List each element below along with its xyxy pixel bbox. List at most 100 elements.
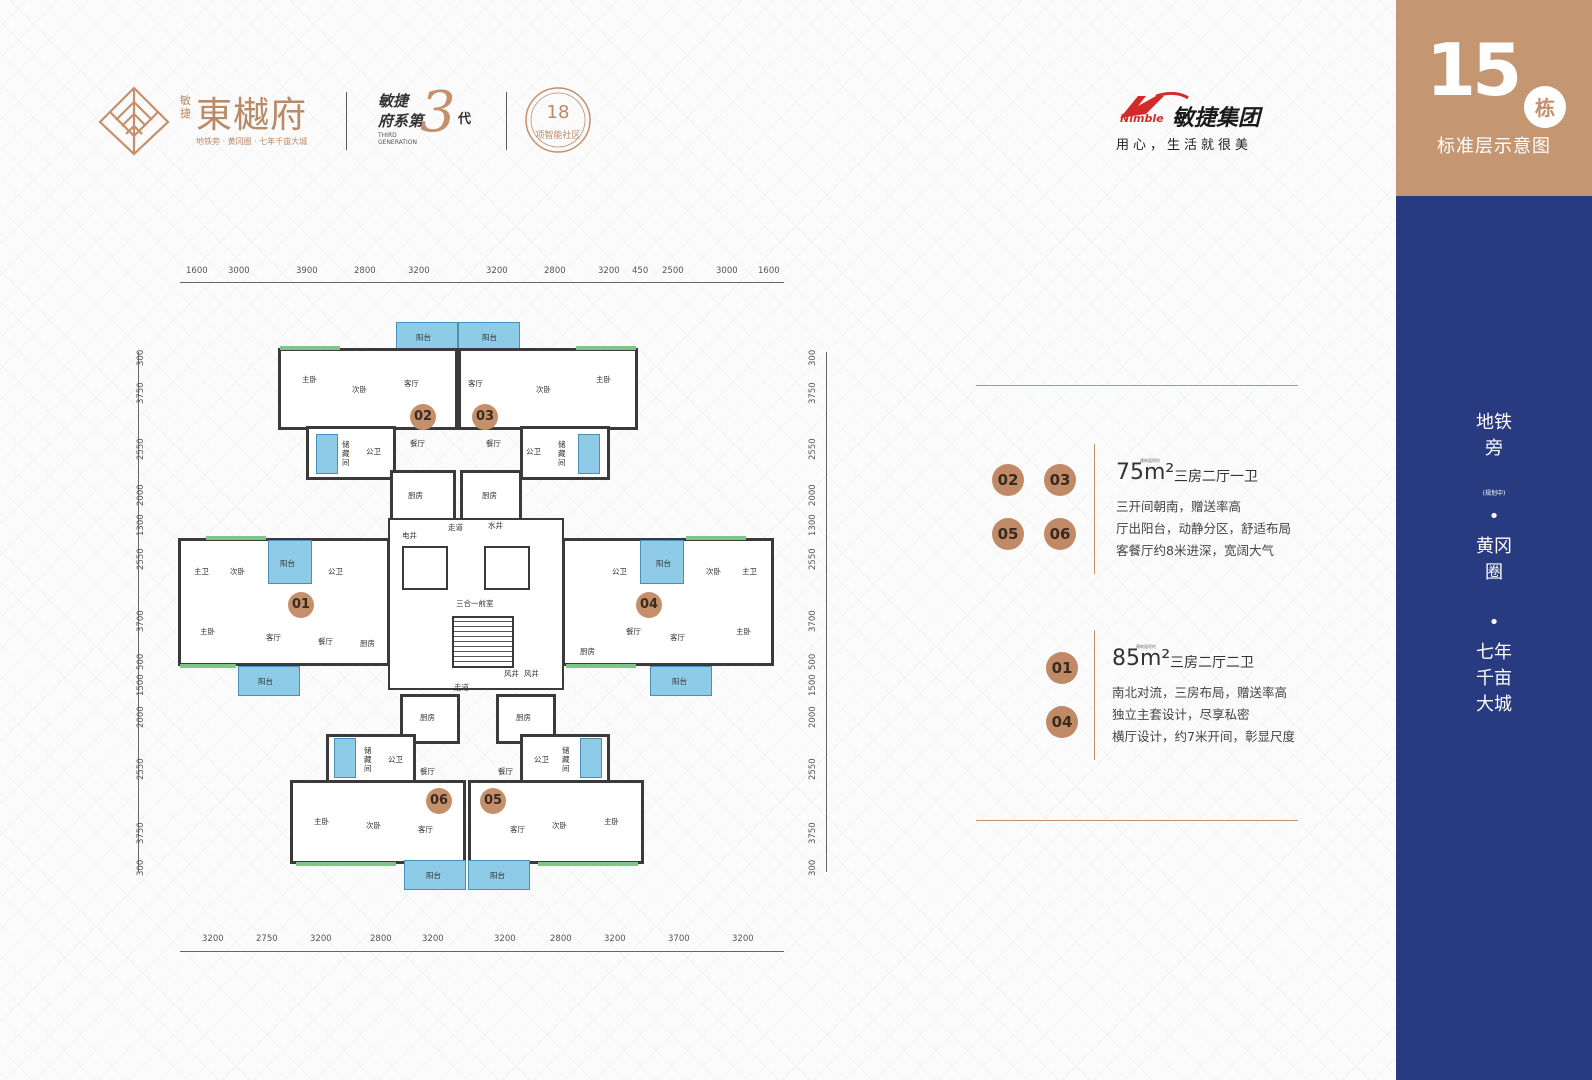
side-dim: 2000 — [808, 706, 818, 728]
side-dim: 500 — [808, 653, 818, 670]
room-label: 储藏间 — [558, 440, 566, 467]
building-unit — [1524, 86, 1566, 128]
balcony — [316, 434, 338, 474]
room-label: 主卧 — [314, 817, 329, 826]
room-label: 阳台 — [490, 871, 505, 880]
bottom-dim: 3200 — [202, 934, 224, 944]
unit-badge-03: 03 — [472, 404, 498, 430]
legend-divider — [1094, 444, 1095, 574]
series-line2: 府系第 — [378, 112, 424, 130]
legend-group-b: 01 04 85m² 建筑面积约 三房二厅二卫 南北对流，三房布局，赠送率高 独… — [990, 630, 1300, 770]
greenery — [296, 862, 396, 866]
room-label: 主卧 — [302, 375, 317, 384]
side-dim: 300 — [136, 349, 146, 366]
top-dim: 1600 — [758, 266, 780, 276]
room-label: 餐厅 — [410, 439, 425, 448]
legend-line: 三开间朝南，赠送率高 — [1116, 499, 1242, 514]
legend-badge: 05 — [992, 518, 1024, 550]
legend-area-note: 建筑面积约 — [1136, 644, 1156, 649]
room-label: 餐厅 — [318, 637, 333, 646]
bottom-dimension-line — [180, 951, 784, 952]
room-label: 餐厅 — [420, 767, 435, 776]
project-logo: 敏捷 東樾府 地铁旁 · 黄冈圈 · 七年千亩大城 — [96, 80, 326, 156]
staircase — [452, 616, 514, 668]
side-dim: 2550 — [808, 438, 818, 460]
room-label: 阳台 — [426, 871, 441, 880]
room-label: 厨房 — [482, 491, 497, 500]
top-dim: 3900 — [296, 266, 318, 276]
room-label: 电井 — [402, 531, 417, 540]
header-divider — [506, 92, 507, 150]
room-label: 餐厅 — [626, 627, 641, 636]
legend-badge: 04 — [1046, 706, 1078, 738]
room-label: 客厅 — [510, 825, 525, 834]
bottom-dim: 3200 — [422, 934, 444, 944]
bottom-dim: 2800 — [370, 934, 392, 944]
legend-area-note: 建筑面积约 — [1140, 458, 1160, 463]
greenery — [576, 346, 636, 350]
room-label: 客厅 — [266, 633, 281, 642]
plan-subtitle: 标准层示意图 — [1437, 136, 1551, 157]
side-dim: 3700 — [136, 610, 146, 632]
room-label: 餐厅 — [498, 767, 513, 776]
balcony — [458, 322, 520, 352]
bottom-dim: 2800 — [550, 934, 572, 944]
top-dimension-line — [180, 282, 784, 283]
room-label: 阳台 — [416, 333, 431, 342]
legend-badge: 06 — [1044, 518, 1076, 550]
room-label: 餐厅 — [486, 439, 501, 448]
legend-badge: 02 — [992, 464, 1024, 496]
floor-plan: 1600 3000 3900 2800 3200 3200 2800 3200 … — [120, 260, 860, 960]
greenery — [538, 862, 638, 866]
bottom-dim: 3200 — [604, 934, 626, 944]
legend-rule-bottom — [976, 820, 1298, 821]
room-label: 主卧 — [736, 627, 751, 636]
room-label: 储藏间 — [342, 440, 350, 467]
legend-line: 独立主套设计，尽享私密 — [1112, 707, 1250, 722]
unit-badge-06: 06 — [426, 788, 452, 814]
balcony — [334, 738, 356, 778]
series-number: 3 — [420, 80, 456, 145]
room-label: 走道 — [454, 683, 469, 692]
top-dim: 450 — [632, 266, 649, 276]
legend-rule-top — [976, 385, 1298, 386]
community-number: 18 — [546, 102, 570, 123]
side-slogan-panel: 地铁旁 (规划中) • 黄冈圈 • 七年千亩大城 — [1396, 196, 1592, 1080]
room-label: 公卫 — [612, 567, 627, 576]
greenery — [206, 536, 266, 540]
room-label: 次卧 — [230, 567, 245, 576]
vertical-note: (规划中) — [1482, 490, 1506, 497]
room-label: 次卧 — [706, 567, 721, 576]
room-label: 客厅 — [468, 379, 483, 388]
room-label: 公卫 — [526, 447, 541, 456]
balcony — [580, 738, 602, 778]
unit-badge-01: 01 — [288, 592, 314, 618]
side-dim: 2000 — [808, 484, 818, 506]
legend-group-a: 02 03 05 06 75m² 建筑面积约 三房二厅一卫 三开间朝南，赠送率高… — [990, 444, 1300, 584]
right-dimension-line — [826, 352, 827, 872]
bottom-dim: 3200 — [732, 934, 754, 944]
elevator — [402, 546, 448, 590]
room-label: 厨房 — [516, 713, 531, 722]
group-logo: Nimble 敏捷集团 用心，生活就很美 — [1116, 92, 1296, 156]
room-label: 公卫 — [328, 567, 343, 576]
series-suffix: 代 — [458, 112, 472, 127]
vertical-text-3: 七年千亩大城 — [1476, 642, 1512, 715]
nimble-n-icon — [1120, 92, 1189, 118]
side-dim: 1500 — [136, 674, 146, 696]
room-label: 厨房 — [580, 647, 595, 656]
greenery — [280, 346, 340, 350]
leaf-logo-icon — [98, 86, 170, 156]
room-label: 次卧 — [552, 821, 567, 830]
top-dim: 2800 — [544, 266, 566, 276]
group-slogan: 用心，生活就很美 — [1116, 138, 1253, 153]
greenery — [566, 664, 636, 668]
logo-slogan: 地铁旁 · 黄冈圈 · 七年千亩大城 — [196, 137, 308, 146]
balcony — [404, 860, 466, 890]
balcony — [396, 322, 458, 352]
balcony — [578, 434, 600, 474]
side-dim: 300 — [808, 859, 818, 876]
legend-divider — [1094, 630, 1095, 760]
building-number: 15 — [1426, 28, 1522, 112]
room-label: 走道 — [448, 523, 463, 532]
